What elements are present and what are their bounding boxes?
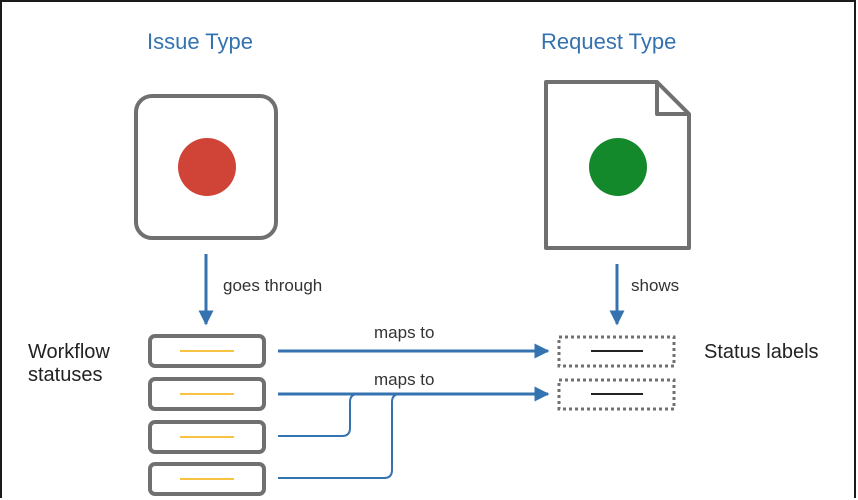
- status-label-1: [557, 335, 676, 368]
- workflow-label-line1: Workflow: [28, 341, 110, 363]
- workflow-status-1: [148, 334, 266, 368]
- workflow-label-line2: statuses: [28, 364, 103, 386]
- request-dot-green: [589, 138, 647, 196]
- connector-status-4: [278, 393, 401, 479]
- maps-to-label-2: maps to: [374, 370, 435, 389]
- request-type-title: Request Type: [541, 29, 677, 54]
- document-fold: [655, 82, 689, 116]
- status-label-2: [557, 378, 676, 411]
- status-labels-label: Status labels: [704, 341, 819, 363]
- workflow-status-2: [148, 377, 266, 411]
- connector-status-3: [278, 393, 359, 437]
- goes-through-label: goes through: [223, 276, 323, 295]
- workflow-statuses-label: Workflow statuses: [28, 341, 110, 387]
- workflow-status-3: [148, 420, 266, 454]
- shows-label: shows: [631, 276, 680, 295]
- maps-to-label-1: maps to: [374, 323, 435, 342]
- issue-dot-red: [178, 138, 236, 196]
- issue-type-title: Issue Type: [147, 29, 253, 54]
- workflow-status-4: [148, 462, 266, 496]
